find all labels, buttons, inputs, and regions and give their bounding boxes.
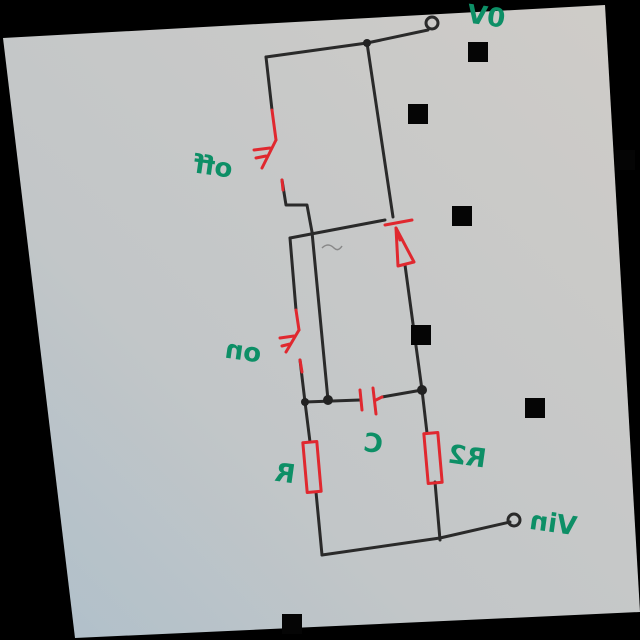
label-supply-top: 0V: [465, 0, 507, 35]
wire-right-res-top: [420, 388, 429, 435]
wire-left-res-bottom: [314, 490, 324, 557]
wire-bottom-rail: [320, 520, 512, 557]
junction-mid: [323, 395, 333, 405]
junction-cap-left: [301, 398, 309, 406]
resistor-left: [301, 439, 323, 495]
junction-top: [363, 39, 371, 47]
noise-blocks: [282, 42, 635, 634]
wire-left-loop: [288, 236, 298, 312]
label-capacitor: C: [362, 428, 385, 460]
wire-mid-vertical: [310, 230, 330, 402]
wire-left-res-top: [303, 400, 312, 444]
terminal-bottom: [506, 512, 522, 528]
terminal-top: [424, 15, 440, 31]
label-supply-bottom: Vin: [528, 506, 579, 542]
wire-cap-right: [380, 388, 424, 399]
wire-right-res-bottom: [433, 480, 442, 542]
wire-top-left-drop: [264, 55, 274, 112]
wire-right-main: [365, 41, 395, 219]
wire-diode-top: [288, 218, 387, 240]
switch-lower: [278, 308, 304, 374]
label-resistor-right: R2: [446, 440, 488, 475]
diode: [383, 218, 416, 268]
label-resistor-left: R: [273, 458, 297, 490]
resistor-right: [422, 430, 444, 486]
components: [252, 108, 444, 495]
junction-cap-right: [417, 385, 427, 395]
capacitor: [358, 386, 384, 416]
label-switch-lower: on: [223, 335, 263, 370]
switch-upper: [252, 108, 285, 192]
pencil-scribble: [321, 244, 343, 251]
wire-upper-switch-down: [280, 178, 314, 234]
junctions: [301, 39, 427, 406]
labels: 0V off on C R R2 Vin: [191, 0, 579, 542]
label-switch-upper: off: [191, 149, 235, 184]
